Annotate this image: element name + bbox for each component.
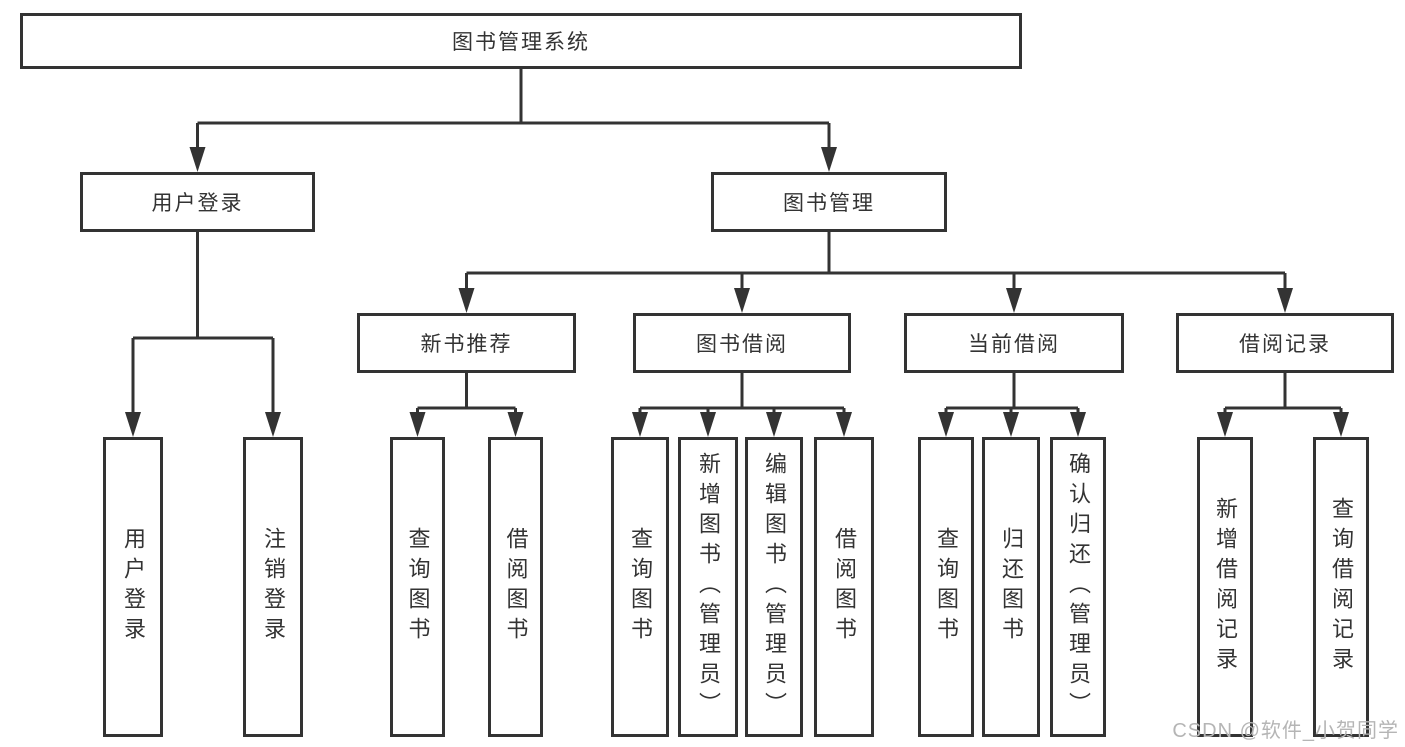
arrow-icon [700, 412, 716, 437]
arrow-icon [1333, 412, 1349, 437]
leaf-query-books-recommend-label: 查询图书 [405, 527, 431, 647]
leaf-confirm-return-admin-label: 确认归还（管理员） [1066, 452, 1091, 722]
arrow-icon [1070, 412, 1086, 437]
node-book-borrow-label: 图书借阅 [696, 333, 788, 356]
arrow-icon [836, 412, 852, 437]
arrow-icon [734, 288, 750, 313]
arrow-icon [821, 147, 837, 172]
node-book-borrow: 图书借阅 [633, 313, 851, 373]
arrow-icon [125, 412, 141, 437]
node-current-borrow: 当前借阅 [904, 313, 1124, 373]
leaf-confirm-return-admin: 确认归还（管理员） [1050, 437, 1106, 737]
node-user-login: 用户登录 [80, 172, 315, 232]
leaf-borrow-books-recommend-label: 借阅图书 [503, 527, 529, 647]
leaf-borrow-books-label: 借阅图书 [832, 527, 857, 647]
leaf-user-login: 用户登录 [103, 437, 163, 737]
leaf-query-books-borrow-label: 查询图书 [628, 527, 653, 647]
arrow-icon [265, 412, 281, 437]
connector-user-login-branch [131, 232, 275, 416]
leaf-return-book-label: 归还图书 [999, 527, 1024, 647]
leaf-query-borrow-record-label: 查询借阅记录 [1329, 497, 1354, 677]
leaf-query-books-current: 查询图书 [918, 437, 974, 737]
node-book-management: 图书管理 [711, 172, 947, 232]
node-root: 图书管理系统 [20, 13, 1022, 69]
arrow-icon [409, 412, 426, 437]
leaf-add-borrow-record: 新增借阅记录 [1197, 437, 1253, 737]
csdn-watermark: CSDN @软件_小贺同学 [1172, 720, 1399, 742]
node-current-borrow-label: 当前借阅 [968, 333, 1060, 356]
leaf-logout-label: 注销登录 [261, 527, 286, 647]
connector-new-book-branch [416, 373, 517, 416]
node-new-book-recommend-label: 新书推荐 [420, 333, 513, 356]
leaf-borrow-books: 借阅图书 [814, 437, 874, 737]
leaf-query-books-recommend: 查询图书 [390, 437, 445, 737]
connector-root-to-level2 [196, 68, 831, 150]
arrow-icon [1217, 412, 1233, 437]
connector-borrow-records-branch [1223, 373, 1343, 416]
leaf-add-borrow-record-label: 新增借阅记录 [1213, 497, 1238, 677]
node-book-management-label: 图书管理 [783, 192, 875, 215]
leaf-user-login-label: 用户登录 [121, 527, 146, 647]
node-user-login-label: 用户登录 [151, 192, 244, 215]
leaf-borrow-books-recommend: 借阅图书 [488, 437, 543, 737]
node-new-book-recommend: 新书推荐 [357, 313, 576, 373]
leaf-add-book-admin-label: 新增图书（管理员） [696, 452, 721, 722]
leaf-edit-book-admin-label: 编辑图书（管理员） [762, 452, 787, 722]
arrow-icon [458, 288, 475, 313]
leaf-edit-book-admin: 编辑图书（管理员） [745, 437, 803, 737]
leaf-query-books-borrow: 查询图书 [611, 437, 669, 737]
node-root-label: 图书管理系统 [452, 31, 590, 54]
arrow-icon [938, 412, 954, 437]
arrow-icon [1277, 288, 1293, 313]
arrow-icon [189, 147, 206, 172]
connector-book-management-branch [465, 232, 1287, 292]
node-borrow-records: 借阅记录 [1176, 313, 1394, 373]
leaf-query-borrow-record: 查询借阅记录 [1313, 437, 1369, 737]
leaf-add-book-admin: 新增图书（管理员） [678, 437, 738, 737]
arrow-icon [766, 412, 782, 437]
connector-book-borrow-branch [638, 373, 846, 416]
arrow-icon [1003, 412, 1019, 437]
arrow-icon [507, 412, 524, 437]
arrow-icon [632, 412, 648, 437]
leaf-query-books-current-label: 查询图书 [934, 527, 959, 647]
leaf-logout: 注销登录 [243, 437, 303, 737]
arrow-icon [1006, 288, 1022, 313]
connector-current-borrow-branch [944, 373, 1080, 416]
leaf-return-book: 归还图书 [982, 437, 1040, 737]
node-borrow-records-label: 借阅记录 [1239, 333, 1331, 356]
